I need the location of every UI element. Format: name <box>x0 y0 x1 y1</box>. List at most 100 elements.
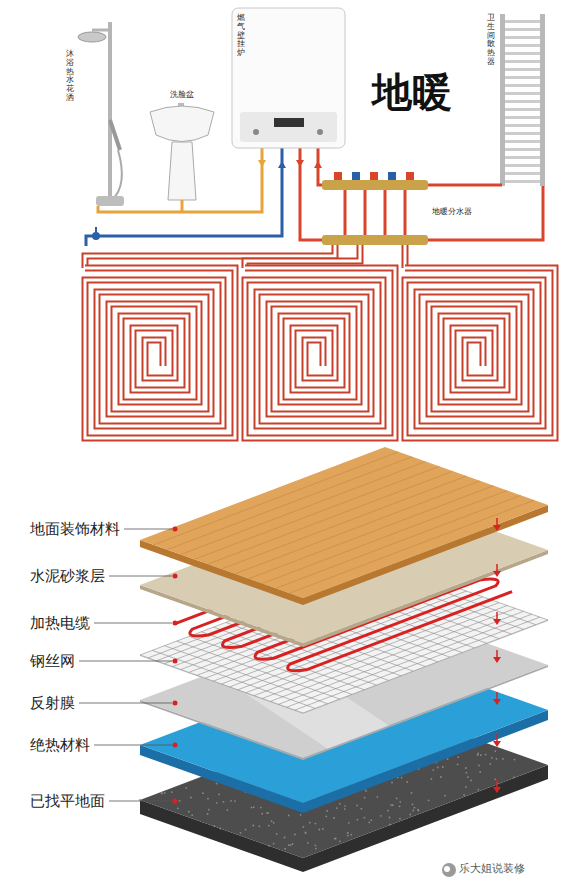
manifold-valve <box>370 172 378 180</box>
floor-grain <box>223 801 225 803</box>
heating-coil <box>245 268 395 438</box>
radiator-bar <box>505 44 540 47</box>
floor-grain <box>442 766 444 768</box>
floor-grain <box>431 778 433 780</box>
manifold-pipe <box>384 190 387 235</box>
floor-grain <box>494 778 496 780</box>
shower-hose <box>112 150 122 200</box>
floor-grain <box>437 767 439 769</box>
shower-arm <box>92 29 110 32</box>
floor-grain <box>387 810 389 812</box>
radiator-bar <box>505 76 540 79</box>
floor-grain <box>326 810 328 812</box>
floor-grain <box>389 824 391 826</box>
floor-grain <box>284 837 286 839</box>
floor-grain <box>389 817 391 819</box>
floor-grain <box>414 807 416 809</box>
floor-grain <box>412 803 414 805</box>
down-arrow-head <box>493 787 501 793</box>
floor-grain <box>380 815 382 817</box>
floor-grain <box>491 757 493 759</box>
floor-grain <box>227 809 229 811</box>
part-label: 卫生间散热器 <box>487 14 495 67</box>
manifold-pipe <box>344 190 347 235</box>
layer-label: 地面装饰材料 <box>30 520 120 538</box>
floor-grain <box>370 819 372 821</box>
floor-grain <box>177 807 179 809</box>
floor-grain <box>216 783 218 785</box>
radiator-bar <box>505 140 540 143</box>
wood-grain <box>194 466 439 559</box>
gas-boiler <box>232 8 345 148</box>
radiator-bar <box>505 68 540 71</box>
floor-grain <box>191 814 193 816</box>
floor-grain <box>305 832 307 834</box>
floor-grain <box>368 822 370 824</box>
leader-dot <box>173 659 178 664</box>
radiator-bar <box>505 124 540 127</box>
leader-line <box>109 576 172 577</box>
down-arrow <box>496 780 498 788</box>
watermark-icon <box>442 863 456 877</box>
wood-grain <box>208 471 453 564</box>
floor-grain <box>496 758 498 760</box>
leader-dot <box>173 621 178 626</box>
floor-grain <box>325 815 327 817</box>
floor-grain <box>399 801 401 803</box>
wood-grain <box>181 462 426 555</box>
floor-grain <box>411 792 413 794</box>
floor-grain <box>161 793 163 795</box>
floor-grain <box>502 758 504 760</box>
floor-grain <box>273 843 275 845</box>
floor-grain <box>444 795 446 797</box>
floor-grain <box>303 826 305 828</box>
floor-grain <box>230 800 232 802</box>
floor-grain <box>463 794 465 796</box>
floor-grain <box>390 804 392 806</box>
floor-grain <box>344 805 346 807</box>
floor-grain <box>412 810 414 812</box>
manifold-bar <box>322 180 428 190</box>
shower-mixer <box>96 196 124 206</box>
floor-grain <box>268 845 270 847</box>
down-arrow <box>496 692 498 700</box>
flow-arrow <box>258 160 266 167</box>
shower-head <box>78 32 106 42</box>
floor-grain <box>485 754 487 756</box>
leader-dot <box>173 574 178 579</box>
floor-grain <box>207 798 209 800</box>
floor-grain <box>514 759 516 761</box>
manifold-pipe <box>364 190 367 235</box>
wood-grain <box>289 500 534 593</box>
floor-grain <box>399 818 401 820</box>
floor-grain <box>208 809 210 811</box>
floor-grain <box>479 771 481 773</box>
radiator-pipe <box>428 186 543 240</box>
floor-grain <box>288 844 290 846</box>
floor-grain <box>361 808 363 810</box>
floor-grain <box>392 804 394 806</box>
radiator-bar <box>505 28 540 31</box>
floor-grain <box>478 765 480 767</box>
floor-grain <box>477 754 479 756</box>
floor-grain <box>447 758 449 760</box>
down-arrow-head <box>493 571 501 577</box>
floor-grain <box>344 808 346 810</box>
floor-grain <box>457 756 459 758</box>
radiator-bar <box>505 108 540 111</box>
down-arrow-head <box>493 741 501 747</box>
hot-water-pipe <box>98 148 262 212</box>
floor-grain <box>356 805 358 807</box>
floor-grain <box>251 807 253 809</box>
floor-grain <box>322 828 324 830</box>
radiator-bar <box>505 156 540 159</box>
floor-grain <box>465 786 467 788</box>
floor-grain <box>391 782 393 784</box>
flow-arrow <box>296 160 304 167</box>
title: 地暖 <box>372 68 452 116</box>
part-label: 洗脸盆 <box>170 90 194 100</box>
boiler-panel <box>240 112 337 142</box>
heating-coil <box>85 268 235 438</box>
floor-grain <box>179 800 181 802</box>
floor-grain <box>399 805 401 807</box>
